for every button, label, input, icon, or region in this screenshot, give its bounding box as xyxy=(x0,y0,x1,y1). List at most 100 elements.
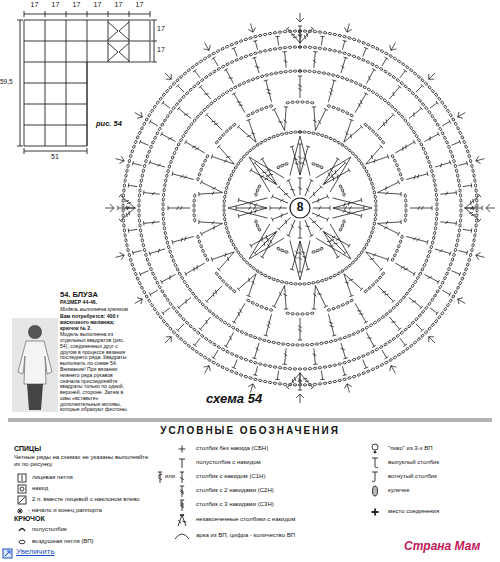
stitch-symbol xyxy=(298,318,302,340)
chain-stitch xyxy=(286,312,290,315)
stitch-symbol xyxy=(416,324,424,332)
chain-stitch xyxy=(411,91,415,95)
chain-stitch xyxy=(196,177,199,181)
chain-stitch xyxy=(365,243,369,247)
chain-stitch xyxy=(409,344,413,348)
chain-stitch xyxy=(148,262,151,266)
chain-stitch xyxy=(232,243,236,247)
chain-stitch xyxy=(293,46,296,48)
chain-stitch xyxy=(253,378,257,381)
chain-stitch xyxy=(428,85,432,89)
stitch-symbol xyxy=(177,107,191,119)
row-start-arrow xyxy=(429,73,435,79)
chain-stitch xyxy=(163,188,166,192)
chain-stitch xyxy=(370,350,374,353)
text-column: 54. БЛУЗАРАЗМЕР 44-46.Модель выполнена к… xyxy=(60,291,130,414)
stitch-symbol xyxy=(305,179,314,196)
chain-stitch xyxy=(375,348,379,352)
chain-stitch xyxy=(464,267,467,271)
chain-stitch xyxy=(454,290,458,294)
chain-stitch xyxy=(328,365,332,368)
chain-stitch xyxy=(229,88,233,92)
chain-stitch xyxy=(422,147,425,151)
chain-stitch xyxy=(193,214,195,218)
chain-stitch xyxy=(249,360,253,363)
stitch-symbol xyxy=(378,113,395,130)
chain-stitch xyxy=(298,283,301,285)
chain-stitch xyxy=(277,342,281,345)
chain-stitch xyxy=(372,186,375,190)
chain-stitch xyxy=(202,108,206,112)
legend-text: выпуклый столбик xyxy=(388,459,496,466)
chain-stitch xyxy=(221,365,225,368)
chain-stitch xyxy=(163,222,166,226)
stitch-symbol xyxy=(193,338,200,346)
stitch-symbol xyxy=(232,303,245,323)
chain-stitch xyxy=(169,160,172,164)
stitch-symbol xyxy=(200,180,222,192)
chain-stitch xyxy=(414,95,418,99)
chain-stitch xyxy=(354,155,358,159)
chain-stitch xyxy=(277,166,281,170)
chain-stitch xyxy=(223,321,227,325)
legend-symbol xyxy=(18,474,26,482)
chain-stitch xyxy=(362,247,366,251)
stitch-symbol xyxy=(363,47,368,56)
stitch-symbol xyxy=(313,206,330,210)
chain-stitch xyxy=(190,122,194,126)
stitch-symbol xyxy=(232,360,237,369)
stitch-symbol xyxy=(253,40,257,49)
chain-stitch xyxy=(336,75,340,78)
chain-stitch xyxy=(175,310,179,314)
chain-stitch xyxy=(336,108,340,111)
chain-stitch xyxy=(153,307,157,311)
chain-stitch xyxy=(473,239,476,243)
legend-row: - начало и конец раппорта xyxy=(28,507,154,514)
chain-stitch xyxy=(244,55,248,58)
chain-stitch xyxy=(268,48,272,51)
chain-stitch xyxy=(212,343,216,347)
chain-stitch xyxy=(156,101,160,105)
chain-stitch xyxy=(348,148,352,152)
legend-text: арка из ВП, цифра - количество ВП xyxy=(196,532,361,539)
chain-stitch xyxy=(473,174,476,178)
chain-stitch xyxy=(139,184,142,188)
chain-stitch xyxy=(405,214,407,218)
chain-stitch xyxy=(460,209,462,212)
dimension-label: 17 xyxy=(66,1,87,9)
legend-row: полустолбик xyxy=(32,526,154,533)
stitch-symbol xyxy=(252,57,259,73)
chain-stitch xyxy=(461,135,464,139)
chain-stitch xyxy=(360,250,364,254)
stitch-symbol xyxy=(132,250,141,254)
stitch-symbol xyxy=(205,113,222,130)
chain-stitch xyxy=(312,250,316,253)
chain-stitch xyxy=(140,234,143,238)
chain-stitch xyxy=(162,217,164,221)
stitch-symbol xyxy=(282,52,287,68)
chain-stitch xyxy=(464,145,467,149)
chain-stitch xyxy=(381,140,385,144)
label-holder: 17 xyxy=(66,1,87,9)
chain-stitch xyxy=(391,258,395,262)
chain-stitch xyxy=(138,131,141,135)
chain-stitch xyxy=(223,199,225,203)
stitch-symbol xyxy=(144,221,160,226)
chain-stitch xyxy=(373,222,376,226)
stitch-symbol xyxy=(176,324,184,332)
chain-stitch xyxy=(370,230,373,234)
chain-stitch xyxy=(421,310,425,314)
chain-stitch xyxy=(213,98,217,102)
instructions-text: Модель выполнена из отдельных квадратов … xyxy=(60,332,130,413)
chain-stitch xyxy=(208,72,212,76)
chain-stitch xyxy=(440,311,444,315)
chain-stitch xyxy=(324,278,328,281)
chain-stitch xyxy=(193,209,195,212)
chain-stitch xyxy=(308,46,312,48)
chain-stitch xyxy=(210,101,214,105)
chain-stitch xyxy=(438,285,442,289)
chain-stitch xyxy=(182,95,186,99)
legend-symbol xyxy=(372,509,379,516)
chain-stitch xyxy=(280,280,284,283)
chain-stitch xyxy=(432,174,435,178)
